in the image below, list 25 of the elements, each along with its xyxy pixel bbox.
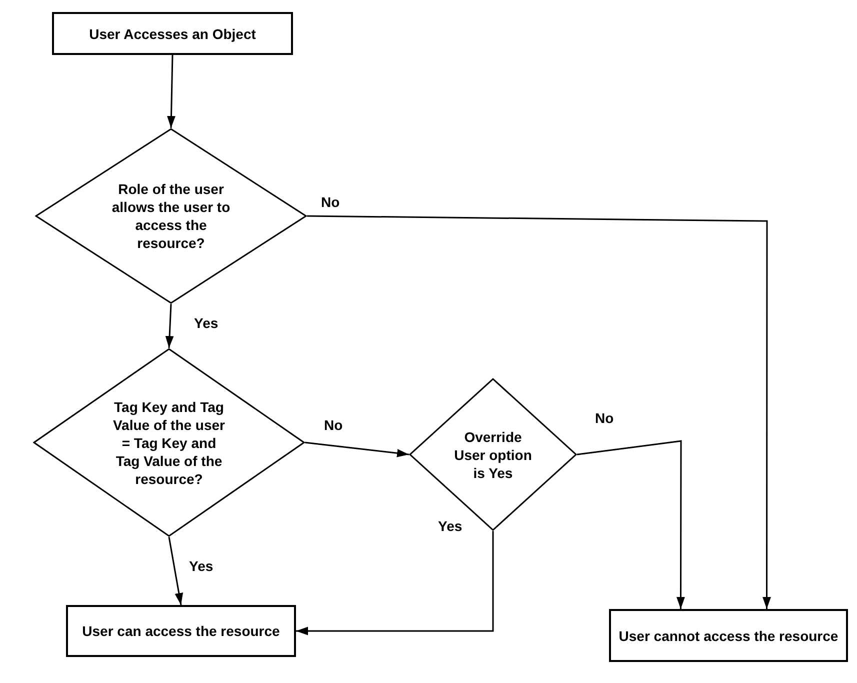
edge-label: No xyxy=(321,194,340,210)
edge-label: Yes xyxy=(438,518,462,534)
decision-diamond xyxy=(33,348,305,537)
arrow xyxy=(168,536,184,606)
process-box xyxy=(609,609,848,662)
process-box xyxy=(66,605,296,657)
decision-diamond xyxy=(35,128,307,304)
edge-label: Yes xyxy=(189,558,214,574)
arrow xyxy=(296,531,494,636)
edge-label: No xyxy=(595,410,614,426)
node-text: User Accesses an Object xyxy=(89,24,256,42)
arrow xyxy=(165,304,174,348)
arrow xyxy=(167,54,176,128)
node-text: Override User option is Yes xyxy=(453,428,533,482)
node-text: User can access the resource xyxy=(82,622,280,640)
decision-diamond xyxy=(409,378,577,531)
arrow xyxy=(307,215,771,609)
process-box xyxy=(52,12,293,55)
arrow xyxy=(304,442,410,458)
node-text: Role of the user allows the user to access the resource? xyxy=(110,180,232,252)
edge-label: Yes xyxy=(194,315,218,331)
edge-label: No xyxy=(324,417,343,433)
arrow xyxy=(576,440,685,609)
node-text: User cannot access the resource xyxy=(618,626,838,644)
node-text: Tag Key and Tag Value of the user = Tag Key and Tag Value of the resource? xyxy=(112,398,226,488)
